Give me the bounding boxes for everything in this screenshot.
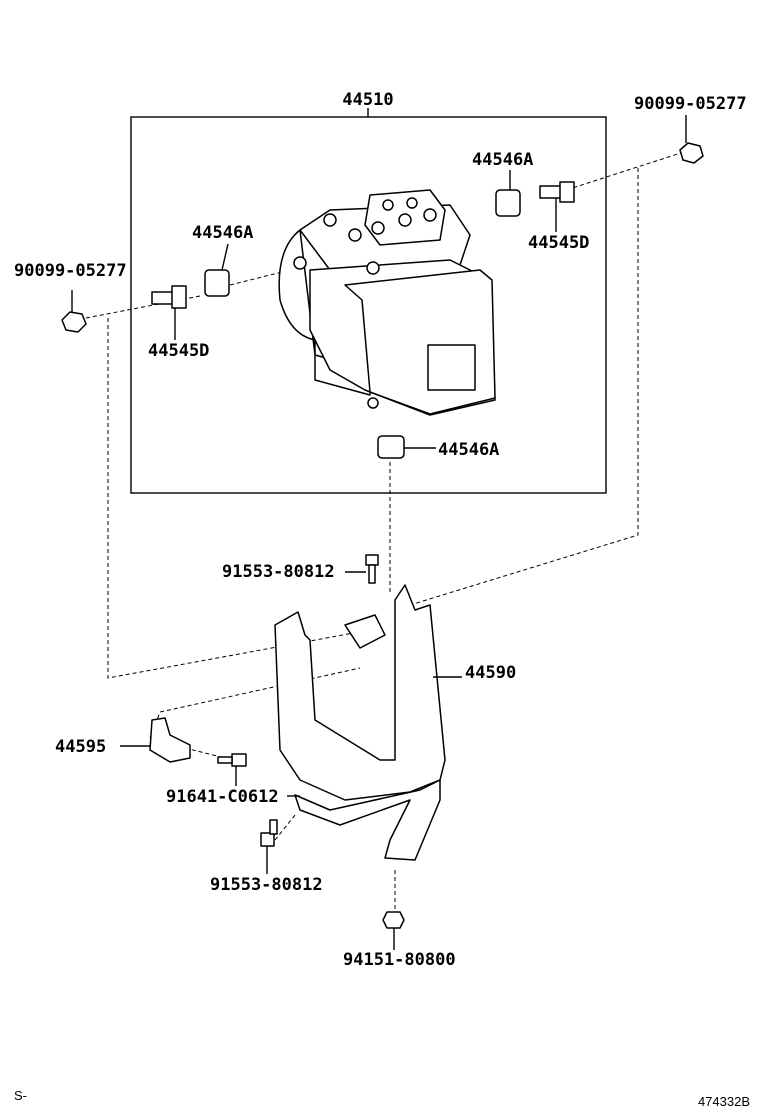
- figure-number: 474332B: [698, 1094, 750, 1109]
- abs-actuator: [278, 189, 496, 416]
- plug-top-icon: [495, 170, 521, 217]
- union-bolt-left-icon: [61, 290, 87, 333]
- label-nut: 94151-80800: [343, 950, 456, 970]
- footer-left-code: S-: [14, 1088, 27, 1103]
- label-plug-bottom: 44546A: [438, 440, 499, 460]
- union-bolt-right-icon: [679, 115, 704, 164]
- label-bolt-bracket-bottom: 91553-80812: [210, 875, 323, 895]
- bracket-44590: [274, 584, 462, 861]
- plug-bottom-icon: [377, 435, 436, 459]
- label-union-bolt-top-right: 90099-05277: [634, 94, 747, 114]
- label-bracket: 44590: [465, 663, 516, 683]
- label-bolt-bracket-top: 91553-80812: [222, 562, 335, 582]
- label-clamp: 44595: [55, 737, 106, 757]
- label-fitting-right: 44545D: [528, 233, 589, 253]
- label-plug-left: 44546A: [192, 223, 253, 243]
- label-plug-top: 44546A: [472, 150, 533, 170]
- clamp-44595: [120, 717, 191, 763]
- label-bolt-clamp: 91641-C0612: [166, 787, 279, 807]
- label-assembly: 44510: [342, 90, 393, 110]
- label-union-bolt-left: 90099-05277: [14, 261, 127, 281]
- fitting-left-icon: [151, 285, 187, 340]
- bolt-icons: [217, 554, 405, 950]
- plug-left-icon: [204, 243, 230, 297]
- label-fitting-left: 44545D: [148, 341, 209, 361]
- fitting-right-icon: [539, 181, 575, 232]
- dashed-guide-lines: [85, 149, 691, 910]
